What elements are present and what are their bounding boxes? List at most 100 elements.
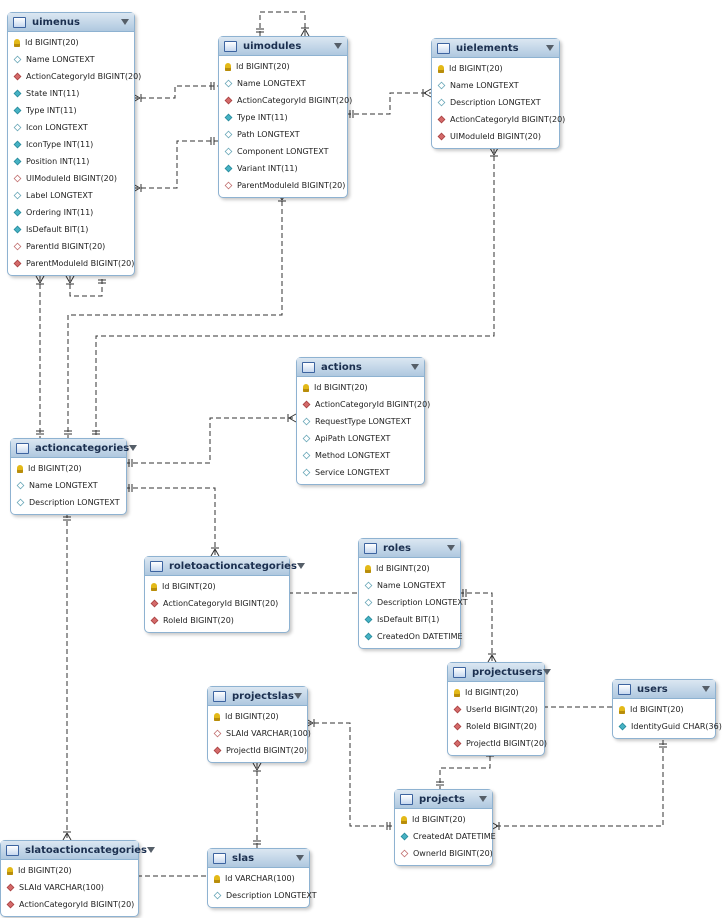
collapse-triangle-icon[interactable] xyxy=(129,445,138,451)
table-header[interactable]: roles xyxy=(359,539,460,558)
column-row[interactable]: Name LONGTEXT xyxy=(11,477,126,494)
column-row[interactable]: Description LONGTEXT xyxy=(432,94,559,111)
column-row[interactable]: OwnerId BIGINT(20) xyxy=(395,845,493,862)
column-row[interactable]: Variant INT(11) xyxy=(219,160,347,177)
table-header[interactable]: slas xyxy=(208,849,309,868)
collapse-triangle-icon[interactable] xyxy=(542,669,551,675)
table-users[interactable]: users Id BIGINT(20)IdentityGuid CHAR(36) xyxy=(612,679,722,739)
column-row[interactable]: Id BIGINT(20) xyxy=(219,58,347,75)
column-row[interactable]: ApiPath LONGTEXT xyxy=(297,430,424,447)
table-header[interactable]: slatoactioncategories xyxy=(1,841,156,860)
column-row[interactable]: Id BIGINT(20) xyxy=(297,379,424,396)
column-row[interactable]: State INT(11) xyxy=(8,85,134,102)
column-row[interactable]: UIModuleId BIGINT(20) xyxy=(8,170,134,187)
table-header[interactable]: actions xyxy=(297,358,424,377)
column-row[interactable]: IsDefault BIT(1) xyxy=(359,611,460,628)
column-row[interactable]: Id BIGINT(20) xyxy=(613,701,715,718)
collapse-triangle-icon[interactable] xyxy=(296,563,305,569)
column-row[interactable]: Type INT(11) xyxy=(219,109,347,126)
column-row[interactable]: Name LONGTEXT xyxy=(219,75,347,92)
table-header[interactable]: uimenus xyxy=(8,13,134,32)
column-row[interactable]: ActionCategoryId BIGINT(20) xyxy=(8,68,141,85)
column-row[interactable]: Position INT(11) xyxy=(8,153,134,170)
collapse-triangle-icon[interactable] xyxy=(702,686,710,692)
column-row[interactable]: CreatedOn DATETIME xyxy=(359,628,463,645)
collapse-triangle-icon[interactable] xyxy=(147,847,156,853)
column-row[interactable]: ActionCategoryId BIGINT(20) xyxy=(145,595,289,612)
collapse-triangle-icon[interactable] xyxy=(411,364,419,370)
column-row[interactable]: Id VARCHAR(100) xyxy=(208,870,309,887)
column-row[interactable]: ActionCategoryId BIGINT(20) xyxy=(1,896,138,913)
column-row[interactable]: UserId BIGINT(20) xyxy=(448,701,544,718)
column-row[interactable]: Path LONGTEXT xyxy=(219,126,347,143)
column-row[interactable]: Id BIGINT(20) xyxy=(448,684,544,701)
column-row[interactable]: Id BIGINT(20) xyxy=(208,708,307,725)
column-row[interactable]: Id BIGINT(20) xyxy=(11,460,126,477)
column-row[interactable]: IconType INT(11) xyxy=(8,136,134,153)
column-row[interactable]: Description LONGTEXT xyxy=(359,594,468,611)
column-row[interactable]: Id BIGINT(20) xyxy=(432,60,559,77)
column-row[interactable]: ProjectId BIGINT(20) xyxy=(208,742,307,759)
table-actioncategories[interactable]: actioncategories Id BIGINT(20)Name LONGTE… xyxy=(10,438,138,515)
column-row[interactable]: IdentityGuid CHAR(36) xyxy=(613,718,722,735)
column-row[interactable]: SLAId VARCHAR(100) xyxy=(208,725,311,742)
column-row[interactable]: IsDefault BIT(1) xyxy=(8,221,134,238)
table-header[interactable]: uielements xyxy=(432,39,559,58)
table-projectusers[interactable]: projectusers Id BIGINT(20)UserId BIGINT(2… xyxy=(447,662,551,756)
collapse-triangle-icon[interactable] xyxy=(334,43,342,49)
column-row[interactable]: Icon LONGTEXT xyxy=(8,119,134,136)
column-row[interactable]: ActionCategoryId BIGINT(20) xyxy=(219,92,352,109)
column-row[interactable]: CreatedAt DATETIME xyxy=(395,828,496,845)
column-row[interactable]: Service LONGTEXT xyxy=(297,464,424,481)
table-header[interactable]: actioncategories xyxy=(11,439,138,458)
column-row[interactable]: ProjectId BIGINT(20) xyxy=(448,735,547,752)
column-row[interactable]: Id BIGINT(20) xyxy=(359,560,460,577)
column-row[interactable]: Type INT(11) xyxy=(8,102,134,119)
column-row[interactable]: RoleId BIGINT(20) xyxy=(448,718,544,735)
table-projectslas[interactable]: projectslas Id BIGINT(20)SLAId VARCHAR(10… xyxy=(207,686,311,763)
column-row[interactable]: Label LONGTEXT xyxy=(8,187,134,204)
column-row[interactable]: ParentModuleId BIGINT(20) xyxy=(8,255,134,272)
column-row[interactable]: SLAId VARCHAR(100) xyxy=(1,879,138,896)
column-row[interactable]: Description LONGTEXT xyxy=(208,887,317,904)
column-row[interactable]: Id BIGINT(20) xyxy=(395,811,492,828)
column-row[interactable]: Id BIGINT(20) xyxy=(1,862,138,879)
column-row[interactable]: ActionCategoryId BIGINT(20) xyxy=(432,111,565,128)
table-slas[interactable]: slas Id VARCHAR(100)Description LONGTEXT xyxy=(207,848,317,908)
column-row[interactable]: Id BIGINT(20) xyxy=(8,34,134,51)
table-slatoactioncategories[interactable]: slatoactioncategories Id BIGINT(20)SLAId … xyxy=(0,840,156,917)
column-row[interactable]: ParentId BIGINT(20) xyxy=(8,238,134,255)
table-actions[interactable]: actions Id BIGINT(20)ActionCategoryId BIG… xyxy=(296,357,430,485)
collapse-triangle-icon[interactable] xyxy=(121,19,129,25)
collapse-triangle-icon[interactable] xyxy=(296,855,304,861)
table-header[interactable]: users xyxy=(613,680,715,699)
column-row[interactable]: Method LONGTEXT xyxy=(297,447,424,464)
column-row[interactable]: Id BIGINT(20) xyxy=(145,578,289,595)
collapse-triangle-icon[interactable] xyxy=(479,796,487,802)
table-header[interactable]: projectslas xyxy=(208,687,307,706)
column-row[interactable]: ActionCategoryId BIGINT(20) xyxy=(297,396,430,413)
collapse-triangle-icon[interactable] xyxy=(546,45,554,51)
column-row[interactable]: RoleId BIGINT(20) xyxy=(145,612,289,629)
column-row[interactable]: Description LONGTEXT xyxy=(11,494,126,511)
column-row[interactable]: ParentModuleId BIGINT(20) xyxy=(219,177,347,194)
column-row[interactable]: Ordering INT(11) xyxy=(8,204,134,221)
table-header[interactable]: projects xyxy=(395,790,492,809)
collapse-triangle-icon[interactable] xyxy=(294,693,302,699)
table-header[interactable]: projectusers xyxy=(448,663,551,682)
column-row[interactable]: Name LONGTEXT xyxy=(359,577,460,594)
column-row[interactable]: Name LONGTEXT xyxy=(8,51,134,68)
column-row[interactable]: Name LONGTEXT xyxy=(432,77,559,94)
column-row[interactable]: Component LONGTEXT xyxy=(219,143,347,160)
table-header[interactable]: uimodules xyxy=(219,37,347,56)
column-row[interactable]: RequestType LONGTEXT xyxy=(297,413,424,430)
collapse-triangle-icon[interactable] xyxy=(447,545,455,551)
column-row[interactable]: UIModuleId BIGINT(20) xyxy=(432,128,559,145)
table-header[interactable]: roletoactioncategories xyxy=(145,557,305,576)
table-roletoactioncategories[interactable]: roletoactioncategories Id BIGINT(20)Actio… xyxy=(144,556,305,633)
